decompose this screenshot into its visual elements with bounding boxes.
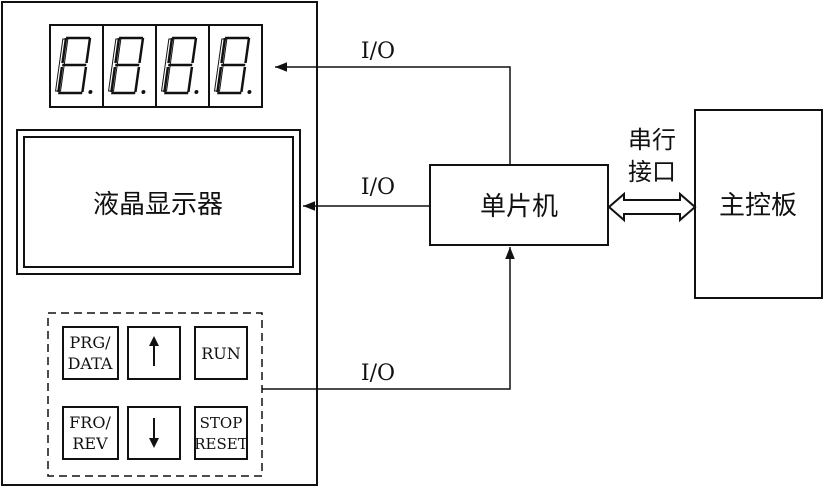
svg-text:FRO/: FRO/ — [69, 413, 111, 432]
mcu-label: 单片机 — [480, 192, 558, 222]
run-key[interactable]: RUN — [194, 326, 248, 380]
svg-text:RUN: RUN — [201, 344, 241, 363]
io-link-mid: I/O — [303, 175, 430, 211]
fro-rev-key[interactable]: FRO/ REV — [62, 406, 119, 460]
io-link-bottom: I/O — [262, 247, 515, 390]
arrow-up-icon — [149, 336, 159, 366]
main-board-label: 主控板 — [719, 191, 797, 221]
digit-1 — [54, 36, 93, 95]
down-key[interactable] — [127, 406, 181, 460]
digit-4 — [213, 36, 252, 95]
svg-text:I/O: I/O — [361, 39, 395, 64]
svg-text:串行: 串行 — [628, 126, 676, 154]
svg-text:接口: 接口 — [628, 158, 676, 186]
prg-data-key[interactable]: PRG/ DATA — [62, 326, 119, 380]
main-board-box: 主控板 — [694, 109, 823, 299]
digit-2 — [107, 36, 146, 95]
control-panel — [1, 1, 318, 486]
svg-text:I/O: I/O — [361, 361, 395, 386]
seven-segment-display — [49, 24, 263, 108]
svg-text:STOP: STOP — [200, 414, 243, 432]
lcd-display: 液晶显示器 — [16, 129, 301, 275]
svg-text:I/O: I/O — [361, 175, 395, 200]
svg-text:DATA: DATA — [68, 354, 113, 373]
keypad: PRG/ DATA RUN FRO/ REV — [47, 312, 263, 477]
mcu-box: 单片机 — [429, 164, 609, 246]
lcd-label: 液晶显示器 — [93, 190, 223, 220]
svg-text:PRG/: PRG/ — [70, 333, 112, 352]
serial-interface-link: 串行 接口 — [607, 126, 697, 223]
svg-text:RESET: RESET — [194, 435, 247, 453]
io-link-top: I/O — [275, 39, 511, 165]
arrow-down-icon — [149, 418, 159, 448]
stop-reset-key[interactable]: STOP RESET — [194, 406, 248, 460]
digit-3 — [160, 36, 199, 95]
svg-text:REV: REV — [72, 434, 108, 453]
up-key[interactable] — [127, 326, 181, 380]
